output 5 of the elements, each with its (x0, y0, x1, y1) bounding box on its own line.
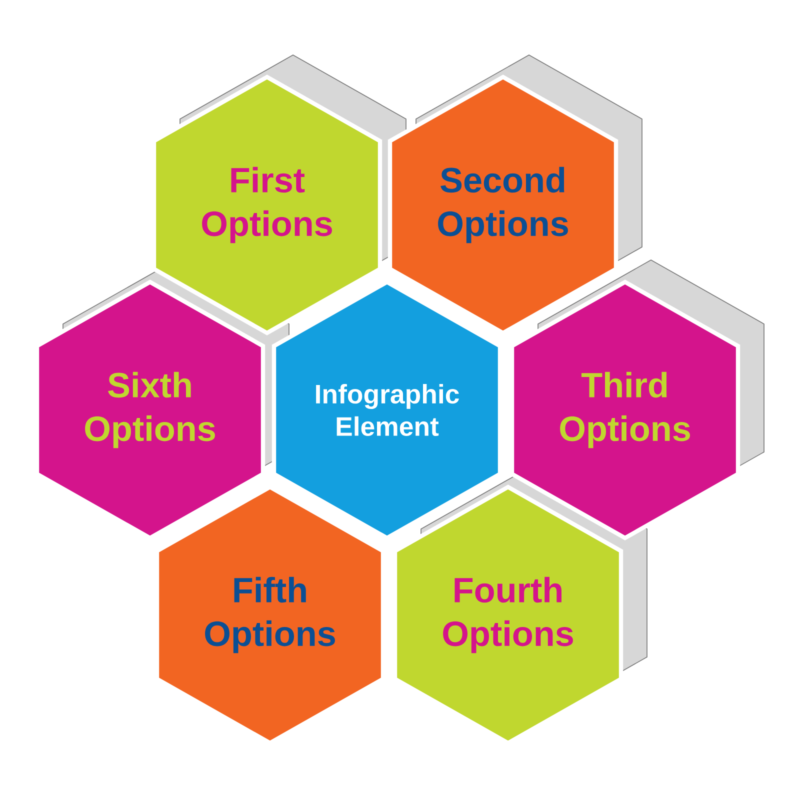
hexagon: Infographic Element (272, 280, 502, 540)
hexagon: First Options (152, 54, 406, 336)
hexagon: Fifth Options (154, 484, 386, 746)
hexagon: Third Options (510, 260, 764, 540)
hexagon: Second Options (388, 54, 642, 336)
